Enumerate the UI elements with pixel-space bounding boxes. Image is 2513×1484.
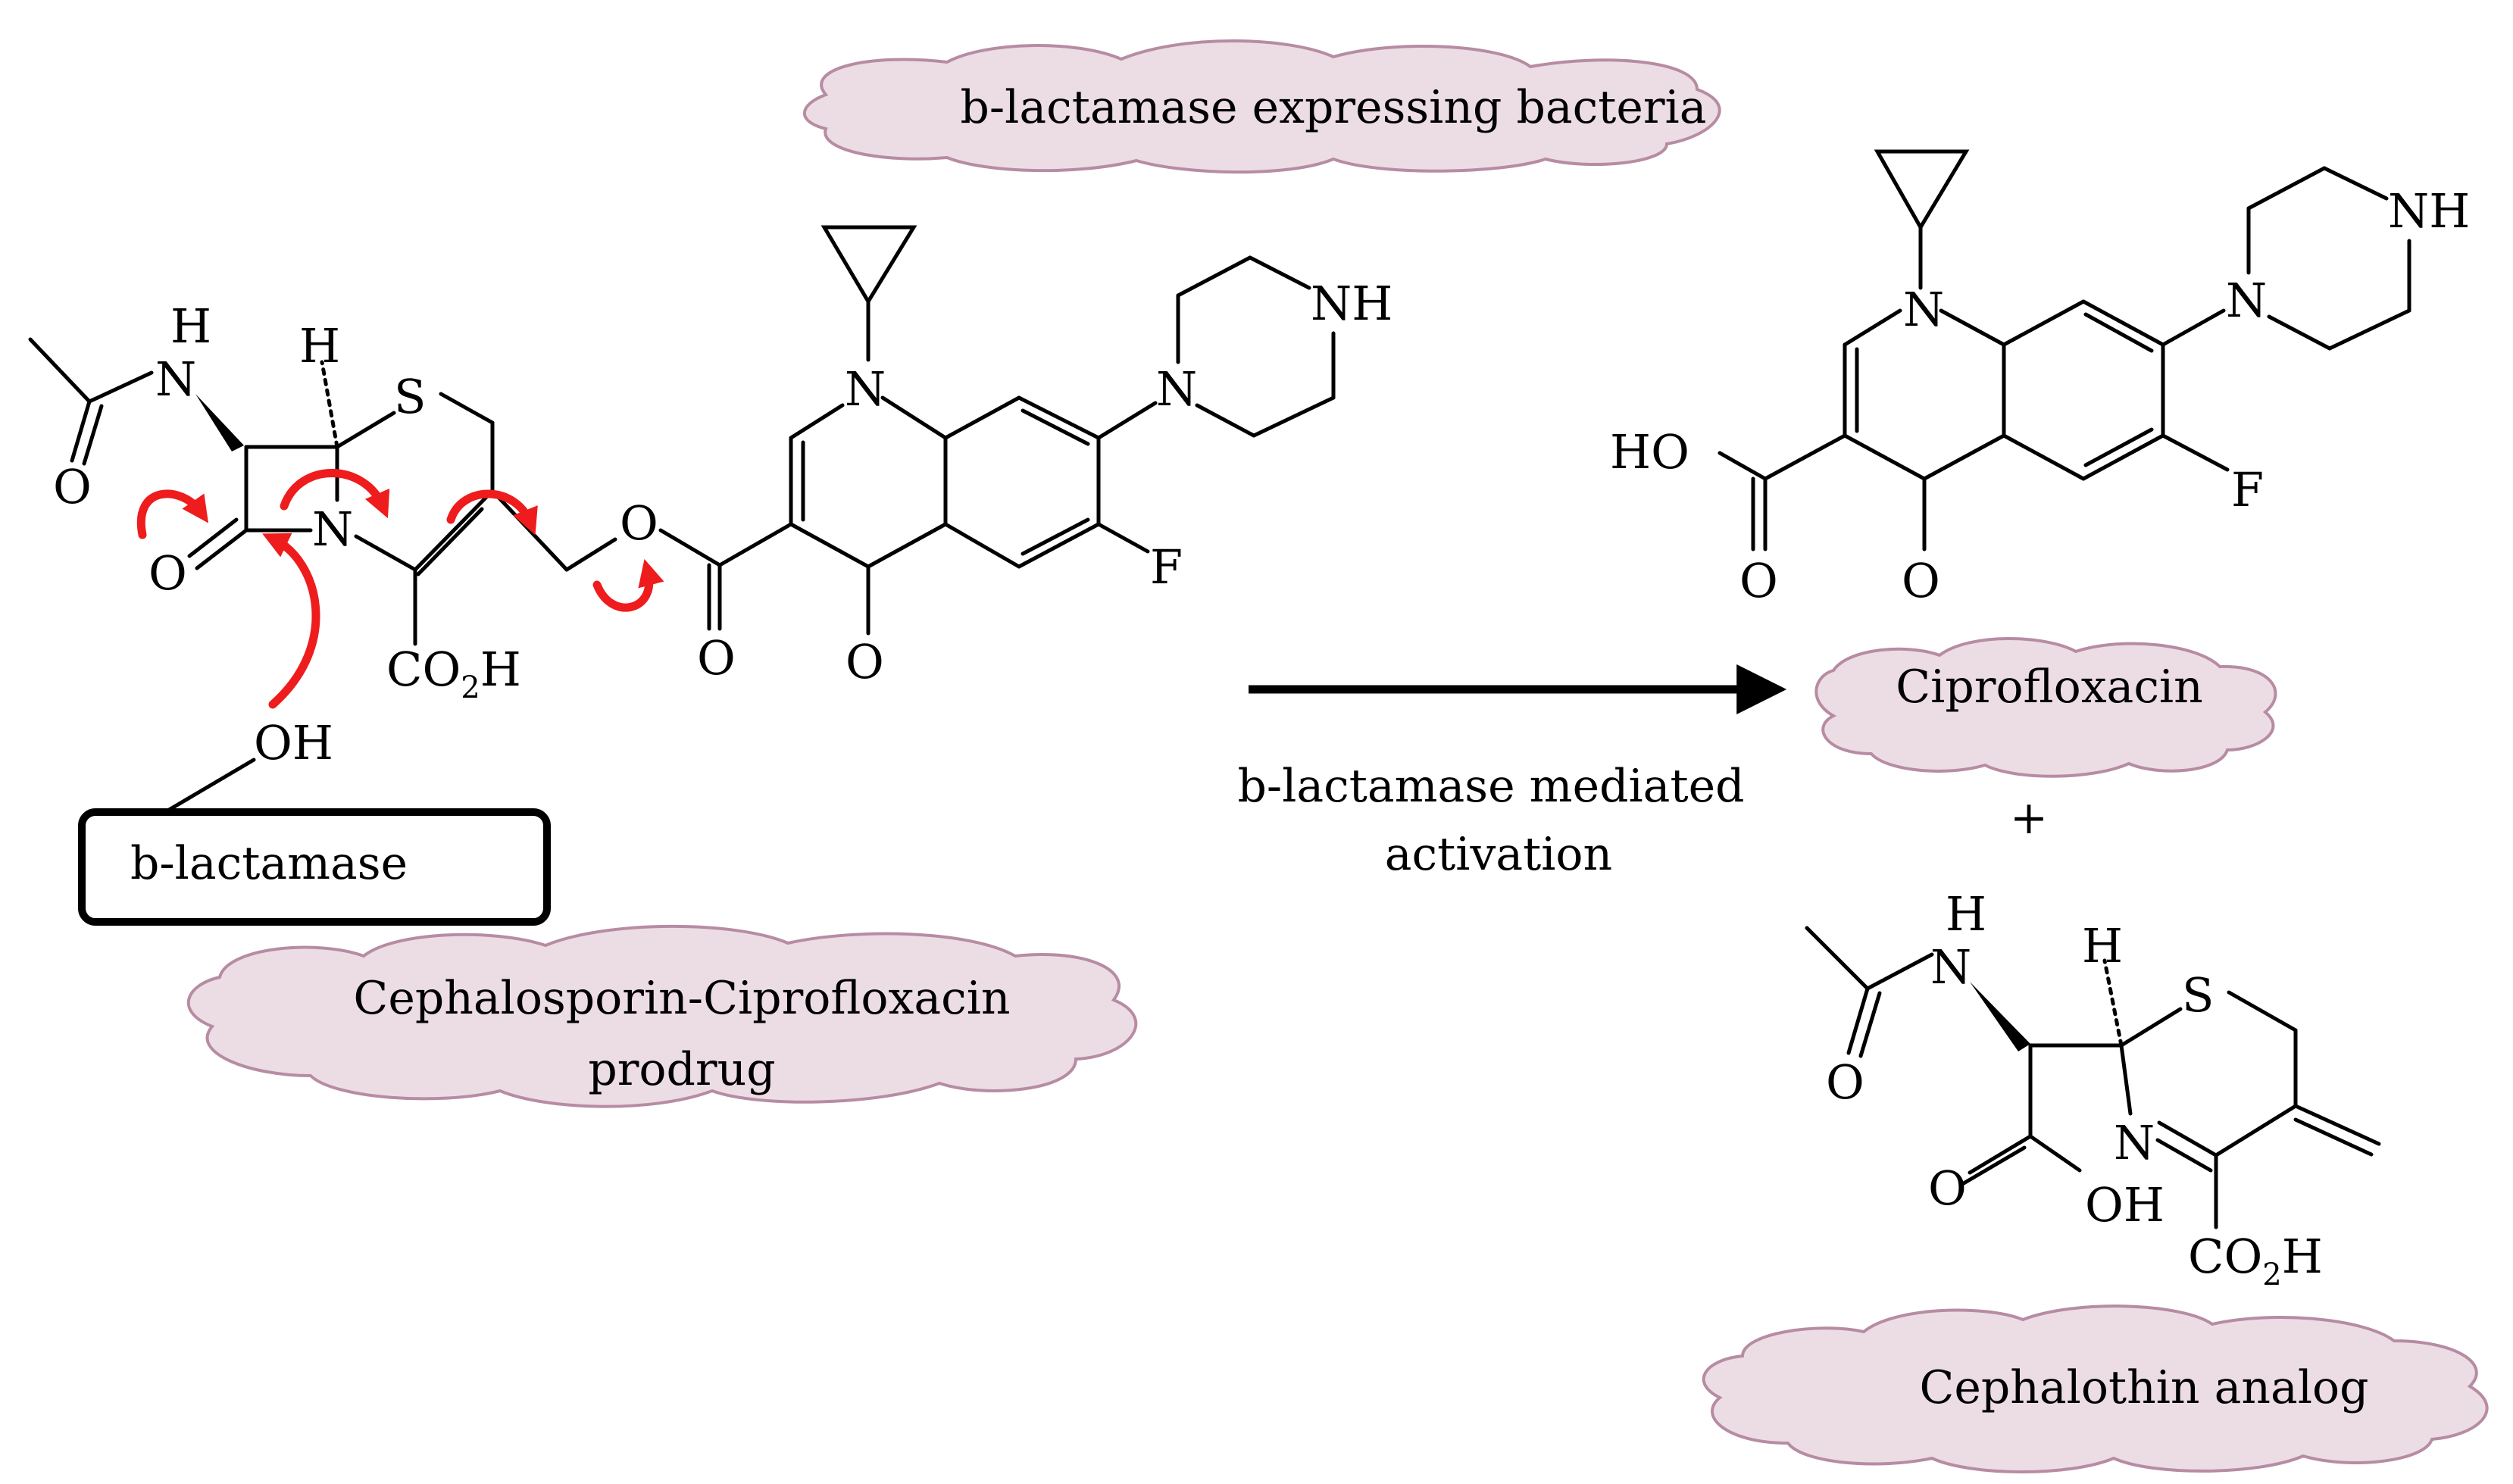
prodrug-piperazine-n: N: [1156, 361, 1197, 417]
prodrug-label-line1: Cephalosporin-Ciprofloxacin: [353, 972, 1010, 1025]
prodrug-amide-n: N: [155, 351, 196, 407]
prodrug-ester-carbonyl-o: O: [697, 630, 736, 686]
ciprofloxacin-label: Ciprofloxacin: [1896, 661, 2203, 714]
reaction-arrow: b-lactamase mediated activation: [1238, 664, 1787, 881]
wedge-bond: [195, 394, 244, 451]
wedge-bond: [1970, 982, 2030, 1051]
cephalothin-structure: O H N H S N CO2H O OH: [1805, 886, 2381, 1292]
mechanism-arrow-leaving: [592, 558, 664, 612]
prodrug-ester-o: O: [620, 495, 658, 551]
ceph-s: S: [2182, 967, 2214, 1023]
enzyme-box: b-lactamase OH: [78, 715, 551, 926]
ciprofloxacin-cloud: Ciprofloxacin: [1814, 637, 2277, 778]
cephalothin-label: Cephalothin analog: [1919, 1361, 2368, 1414]
ceph-acid-o: O: [1928, 1161, 1967, 1216]
reaction-label-line2: activation: [1385, 828, 1612, 881]
prodrug-s: S: [394, 369, 426, 424]
prodrug-f: F: [1150, 539, 1183, 595]
ceph-amide-h: H: [1946, 886, 1986, 942]
ceph-acid-oh: OH: [2085, 1177, 2164, 1233]
cephalothin-cloud: Cephalothin analog: [1702, 1304, 2489, 1473]
ceph-amide-n: N: [1930, 939, 1971, 995]
prodrug-cloud: Cephalosporin-Ciprofloxacin prodrug: [186, 924, 1138, 1108]
prodrug-quinolone-n: N: [845, 361, 886, 417]
cipro-f: F: [2231, 462, 2264, 517]
ceph-amide-o: O: [1826, 1054, 1864, 1110]
ceph-co2h: CO2H: [2188, 1229, 2323, 1292]
mechanism-arrow-hydroxyl: [262, 533, 320, 709]
ciprofloxacin-structure: N HO O O F N NH: [1610, 149, 2470, 608]
prodrug-amide-h: H: [170, 298, 211, 354]
cipro-n1: N: [1903, 282, 1944, 337]
prodrug-lactam-n: N: [312, 501, 353, 557]
prodrug-ketone-o: O: [845, 634, 884, 689]
prodrug-co2h: CO2H: [386, 642, 521, 705]
reaction-label-line1: b-lactamase mediated: [1238, 760, 1745, 813]
prodrug-label-line2: prodrug: [588, 1043, 775, 1096]
mechanism-arrow-ring-open: [280, 469, 390, 519]
prodrug-lactam-o: O: [148, 545, 187, 601]
plus-sign: +: [2010, 792, 2048, 845]
cipro-piperazine-n: N: [2226, 273, 2267, 328]
ceph-imine-n: N: [2114, 1115, 2155, 1170]
prodrug-ring-h: H: [299, 318, 340, 373]
enzyme-label: b-lactamase: [130, 837, 408, 890]
bacteria-label: b-lactamase expressing bacteria: [960, 81, 1706, 134]
bacteria-cloud: b-lactamase expressing bacteria: [802, 39, 1721, 174]
prodrug-amide-o: O: [53, 459, 92, 514]
enzyme-oh: OH: [254, 715, 333, 770]
cipro-piperazine-nh: NH: [2388, 183, 2470, 239]
prodrug-piperazine-nh: NH: [1311, 276, 1392, 331]
prodrug-structure: O H N O N H S CO2H O O: [28, 225, 1392, 709]
ceph-ring-h: H: [2082, 918, 2123, 973]
mechanism-arrow-carbonyl: [136, 489, 209, 539]
cipro-acid-o: O: [1739, 553, 1778, 608]
cipro-ho: HO: [1610, 424, 1689, 480]
cipro-ketone-o: O: [1902, 553, 1940, 608]
mechanism-arrow-ene: [446, 489, 538, 536]
